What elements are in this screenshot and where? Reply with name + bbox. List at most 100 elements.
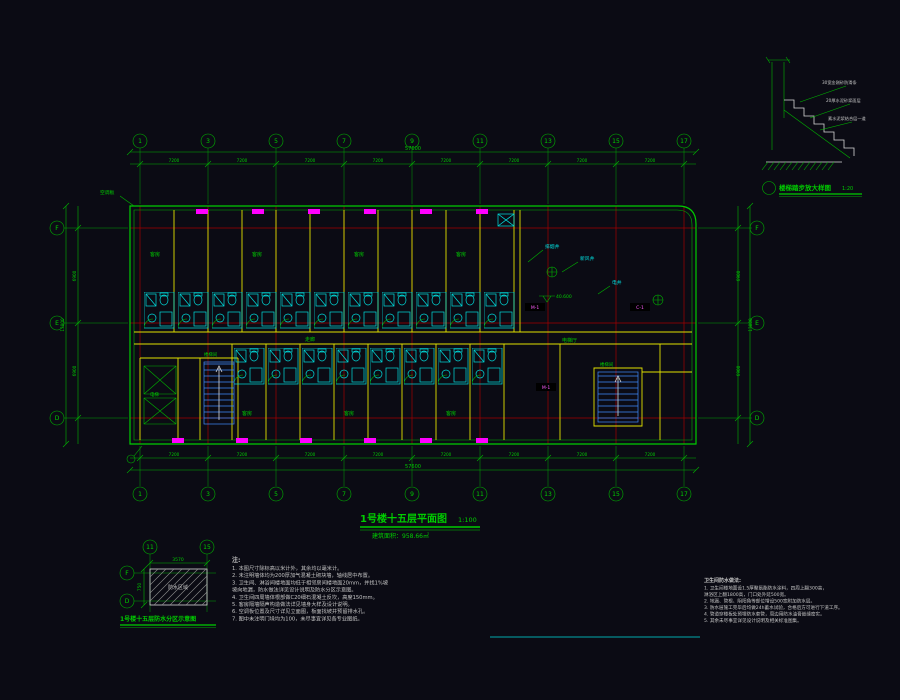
svg-text:3. 防水层施工完毕后均做24h蓄水试验，合格后方可进行下道: 3. 防水层施工完毕后均做24h蓄水试验，合格后方可进行下道工序。 — [704, 604, 843, 611]
stair-right — [597, 371, 639, 423]
axis-bubbles: 1 3 5 7 9 11 13 15 17 1 3 5 7 9 11 13 15… — [49, 133, 765, 502]
building-outline — [129, 205, 697, 445]
svg-text:D: D — [55, 415, 60, 422]
svg-text:6900: 6900 — [72, 270, 77, 281]
stair-detail-scale: 1:20 — [842, 186, 853, 192]
svg-text:5. 其余未尽事宜详见设计说明及相关标准图集。: 5. 其余未尽事宜详见设计说明及相关标准图集。 — [704, 617, 802, 624]
elevator-shafts — [143, 365, 177, 425]
svg-text:7200: 7200 — [305, 452, 316, 457]
detail-height-dim: 750 — [137, 583, 143, 592]
waterproof-hatch — [149, 568, 208, 606]
general-notes: 注: 1. 本图尺寸除标高以米计外，其余均以毫米计。 2. 未注明墙体均为200… — [232, 556, 388, 622]
axis-bubbles-top: 1 3 5 7 9 11 13 15 17 — [132, 133, 692, 149]
axis-bubbles-left: F E D — [49, 220, 65, 426]
svg-text:6900: 6900 — [736, 270, 741, 281]
svg-text:7200: 7200 — [373, 158, 384, 163]
svg-text:E: E — [55, 320, 59, 327]
svg-text:4. 卫生间四周墙体根部做C20细石混凝土反坎，高度150m: 4. 卫生间四周墙体根部做C20细石混凝土反坎，高度150mm。 — [232, 593, 378, 601]
svg-text:D: D — [125, 598, 130, 605]
svg-text:7: 7 — [342, 138, 346, 145]
ac-panel-label: 空调板 — [100, 189, 115, 196]
svg-text:15: 15 — [203, 544, 211, 551]
svg-text:6. 空调板位置及尺寸详见立面图，板面找坡并预留排水孔。: 6. 空调板位置及尺寸详见立面图，板面找坡并预留排水孔。 — [232, 607, 368, 615]
stair-detail: 30宽金刚砂防滑条 20厚水泥砂浆面层 素水泥浆结合层一道 楼梯踏步放大样图 1… — [761, 56, 867, 197]
svg-text:M-1: M-1 — [531, 305, 540, 311]
dim-total-height-left: 13800 — [60, 318, 65, 332]
stair-left — [203, 361, 235, 425]
corridor-label: 走廊 — [305, 336, 315, 343]
svg-text:7200: 7200 — [237, 452, 248, 457]
svg-text:7: 7 — [342, 491, 346, 498]
detail-bubble — [126, 454, 136, 464]
stair-left-label: 楼梯间 — [204, 351, 217, 358]
svg-text:1: 1 — [138, 491, 142, 498]
svg-text:11: 11 — [476, 138, 484, 145]
svg-text:7200: 7200 — [509, 452, 520, 457]
svg-text:17: 17 — [680, 491, 688, 498]
stair-callout-3: 素水泥浆结合层一道 — [828, 115, 867, 122]
svg-text:7200: 7200 — [169, 452, 180, 457]
svg-text:7200: 7200 — [645, 158, 656, 163]
svg-text:5: 5 — [274, 138, 278, 145]
dimension-ticks — [62, 148, 754, 474]
dim-total-width-bottom: 57600 — [405, 464, 421, 470]
svg-text:3: 3 — [206, 138, 210, 145]
svg-text:11: 11 — [476, 491, 484, 498]
ground-hatch — [761, 161, 835, 171]
svg-text:17: 17 — [680, 138, 688, 145]
svg-text:2. 未注明墙体均为200厚加气混凝土砌块墙，轴线居中布置。: 2. 未注明墙体均为200厚加气混凝土砌块墙，轴线居中布置。 — [232, 571, 373, 579]
main-title-scale: 1:100 — [458, 516, 477, 524]
svg-text:1: 1 — [138, 138, 142, 145]
svg-text:客房: 客房 — [242, 410, 252, 417]
svg-text:9: 9 — [410, 491, 414, 498]
waterproof-title: 1号楼十五层防水分区示意图 — [120, 615, 196, 623]
svg-text:E: E — [755, 320, 759, 327]
notes-heading: 注: — [232, 556, 240, 564]
shaft-elec-label: 电井 — [612, 279, 622, 286]
stair-detail-title: 楼梯踏步放大样图 — [779, 183, 832, 192]
svg-text:13: 13 — [544, 138, 552, 145]
plan-annotations: 40.600 M-1 C-1 M-1 排烟井 新风井 电井 空调板 客房客房 客… — [100, 189, 664, 464]
svg-text:客房: 客房 — [354, 251, 364, 258]
svg-text:7. 图中未注明门垛均为100，未尽事宜详见各专业图纸。: 7. 图中未注明门垛均为100，未尽事宜详见各专业图纸。 — [232, 614, 363, 622]
svg-text:7200: 7200 — [441, 452, 452, 457]
svg-text:C-1: C-1 — [636, 305, 644, 311]
axis-bubbles-right: F E D — [749, 220, 765, 426]
svg-text:客房: 客房 — [252, 251, 262, 258]
svg-text:11: 11 — [146, 544, 154, 551]
elevation-mark — [539, 295, 555, 303]
svg-text:F: F — [125, 570, 129, 577]
svg-text:6900: 6900 — [736, 365, 741, 376]
svg-text:5. 客房隔墙隔声构造做法详见墙身大样及设计说明。: 5. 客房隔墙隔声构造做法详见墙身大样及设计说明。 — [232, 600, 353, 608]
svg-text:淋浴区上翻1800高，门口处外延500宽。: 淋浴区上翻1800高，门口处外延500宽。 — [704, 591, 789, 598]
main-title: 1号楼十五层平面图 — [360, 512, 447, 525]
stair-callout-2: 20厚水泥砂浆面层 — [826, 97, 861, 104]
area-label: 建筑面积：958.66㎡ — [372, 532, 429, 540]
svg-text:7200: 7200 — [169, 158, 180, 163]
stair-callout-1: 30宽金刚砂防滑条 — [822, 79, 857, 86]
svg-text:1. 本图尺寸除标高以米计外，其余均以毫米计。: 1. 本图尺寸除标高以米计外，其余均以毫米计。 — [232, 564, 342, 572]
waterproof-notes: 卫生间防水做法: 1. 卫生间楼地面设1.5厚聚氨酯防水涂料，四周上翻300高，… — [704, 577, 843, 624]
svg-text:M-1: M-1 — [542, 385, 551, 391]
axis-bubbles-bottom: 1 3 5 7 9 11 13 15 17 — [132, 486, 692, 502]
svg-text:7200: 7200 — [645, 452, 656, 457]
svg-text:3: 3 — [206, 491, 210, 498]
svg-text:F: F — [755, 225, 759, 232]
svg-text:F: F — [55, 225, 59, 232]
svg-text:7200: 7200 — [509, 158, 520, 163]
axis-grid-lines — [130, 206, 696, 444]
svg-text:9: 9 — [410, 138, 414, 145]
svg-text:7200: 7200 — [577, 452, 588, 457]
svg-text:1. 卫生间楼地面设1.5厚聚氨酯防水涂料，四周上翻300高: 1. 卫生间楼地面设1.5厚聚氨酯防水涂料，四周上翻300高， — [704, 585, 827, 592]
svg-text:客房: 客房 — [150, 251, 160, 258]
lobby-label: 电梯厅 — [562, 337, 577, 344]
svg-text:4. 管道穿楼板处预埋防水套管，周边用防水油膏嵌缝密实。: 4. 管道穿楼板处预埋防水套管，周边用防水油膏嵌缝密实。 — [704, 611, 825, 618]
elevator-label: 电梯 — [150, 391, 159, 398]
main-title-block: 1号楼十五层平面图 1:100 建筑面积：958.66㎡ — [360, 512, 480, 540]
svg-text:15: 15 — [612, 491, 620, 498]
svg-text:5: 5 — [274, 491, 278, 498]
